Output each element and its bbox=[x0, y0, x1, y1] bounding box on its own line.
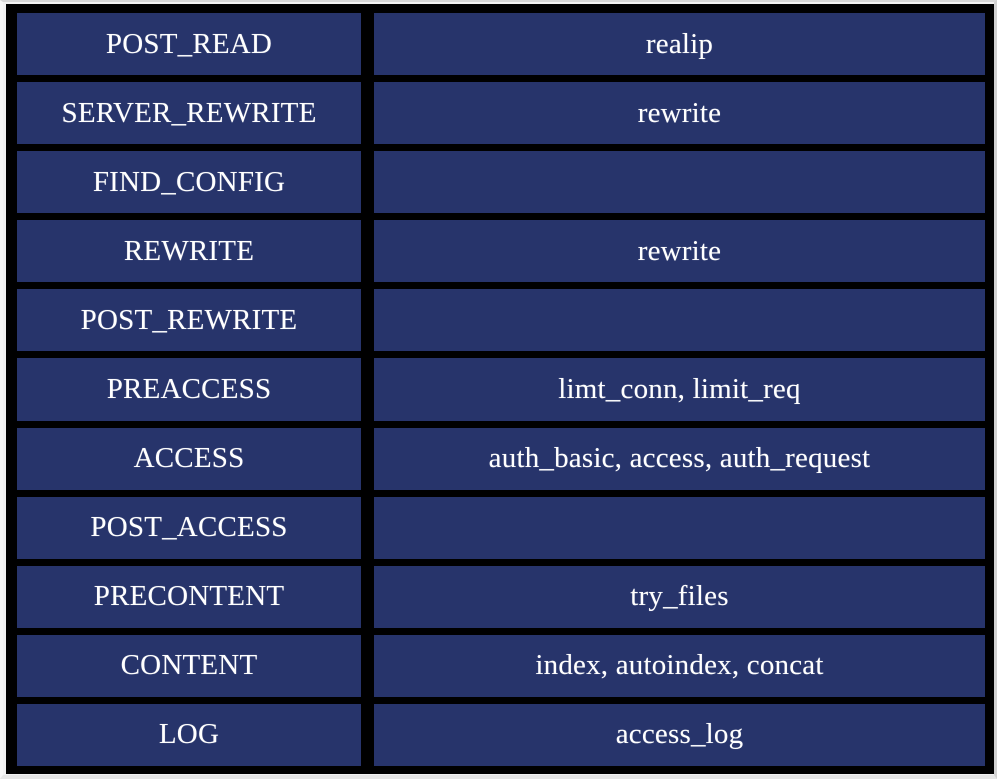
table-row: PRECONTENT try_files bbox=[17, 565, 985, 628]
table-row: POST_ACCESS bbox=[17, 496, 985, 559]
modules-cell: realip bbox=[374, 13, 985, 76]
table-row: PREACCESS limt_conn, limit_req bbox=[17, 358, 985, 421]
table-row: FIND_CONFIG bbox=[17, 151, 985, 214]
phase-cell: ACCESS bbox=[17, 427, 361, 490]
phase-cell: PRECONTENT bbox=[17, 565, 361, 628]
modules-cell: rewrite bbox=[374, 220, 985, 283]
phase-module-table: POST_READ realip SERVER_REWRITE rewrite … bbox=[6, 4, 994, 774]
phase-cell: REWRITE bbox=[17, 220, 361, 283]
phase-cell: POST_REWRITE bbox=[17, 289, 361, 352]
phase-cell: FIND_CONFIG bbox=[17, 151, 361, 214]
phase-cell: POST_ACCESS bbox=[17, 496, 361, 559]
modules-cell: limt_conn, limit_req bbox=[374, 358, 985, 421]
phase-cell: SERVER_REWRITE bbox=[17, 82, 361, 145]
phase-cell: POST_READ bbox=[17, 13, 361, 76]
modules-cell: try_files bbox=[374, 565, 985, 628]
modules-cell bbox=[374, 289, 985, 352]
table-row: POST_READ realip bbox=[17, 13, 985, 76]
modules-cell: auth_basic, access, auth_request bbox=[374, 427, 985, 490]
table-row: SERVER_REWRITE rewrite bbox=[17, 82, 985, 145]
modules-cell: rewrite bbox=[374, 82, 985, 145]
modules-cell: access_log bbox=[374, 703, 985, 767]
table-row: REWRITE rewrite bbox=[17, 220, 985, 283]
table-row: CONTENT index, autoindex, concat bbox=[17, 634, 985, 697]
modules-cell bbox=[374, 496, 985, 559]
phase-cell: PREACCESS bbox=[17, 358, 361, 421]
table-row: LOG access_log bbox=[17, 703, 985, 767]
modules-cell: index, autoindex, concat bbox=[374, 634, 985, 697]
phase-cell: LOG bbox=[17, 703, 361, 767]
modules-cell bbox=[374, 151, 985, 214]
table-row: ACCESS auth_basic, access, auth_request bbox=[17, 427, 985, 490]
phase-cell: CONTENT bbox=[17, 634, 361, 697]
table-row: POST_REWRITE bbox=[17, 289, 985, 352]
